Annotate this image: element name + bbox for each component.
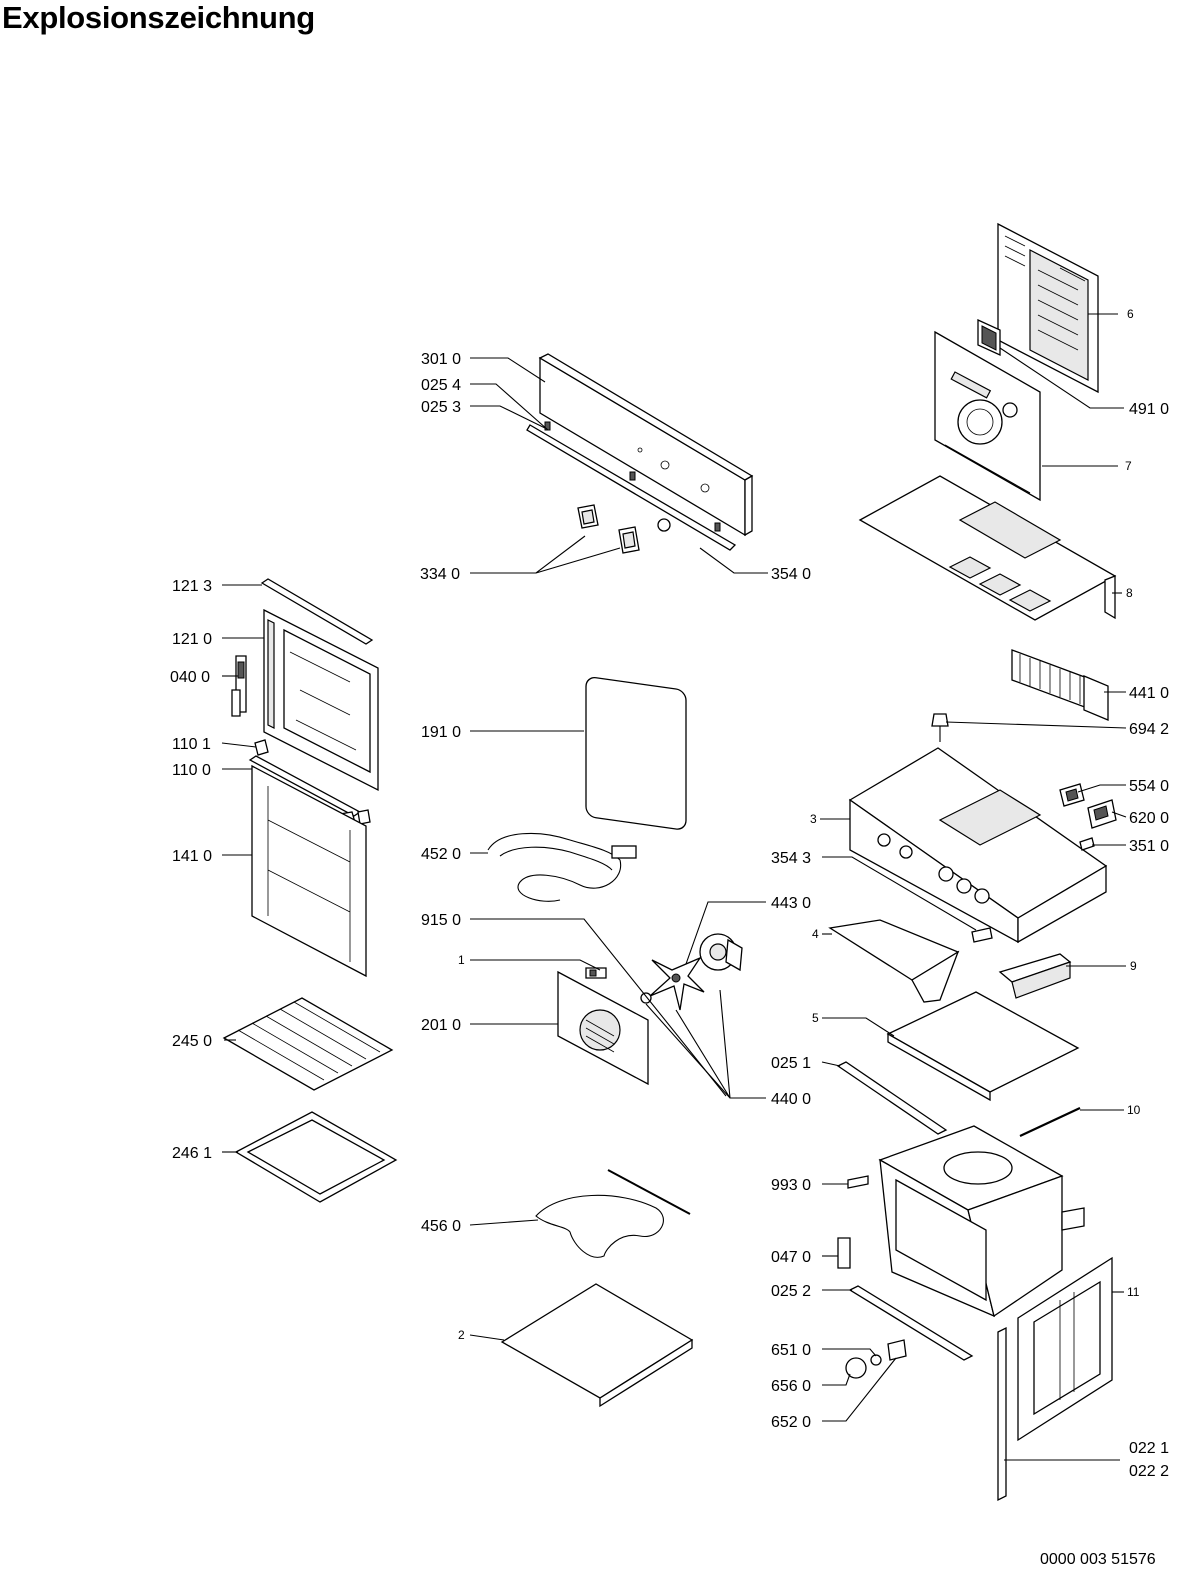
part-back-panel [997, 222, 1099, 394]
callout-5: 5 [812, 1011, 819, 1025]
callout-443-0: 443 0 [771, 895, 811, 912]
part-side-strip [997, 1326, 1007, 1502]
part-door-hinge [231, 655, 247, 717]
callout-8: 8 [1126, 586, 1133, 600]
part-trim-strip [526, 421, 737, 551]
callout-025-3: 025 3 [421, 399, 461, 416]
callout-620-0: 620 0 [1129, 810, 1169, 827]
callout-993-0: 993 0 [771, 1177, 811, 1194]
part-outer-door [251, 764, 367, 978]
callout-10: 10 [1127, 1103, 1141, 1117]
part-sensor-694 [931, 713, 949, 742]
callout-121-0: 121 0 [172, 631, 212, 648]
part-oven-cavity [878, 1125, 1085, 1318]
callout-110-1: 110 1 [172, 736, 211, 753]
part-rod-10 [1019, 1107, 1081, 1137]
callout-915-0: 915 0 [421, 912, 461, 929]
callout-354-0: 354 0 [771, 566, 811, 583]
part-door-seal [585, 677, 687, 830]
part-control-housing [848, 747, 1108, 944]
callout-7: 7 [1125, 459, 1132, 473]
callout-245-0: 245 0 [172, 1033, 212, 1050]
callout-694-2: 694 2 [1129, 721, 1169, 738]
callout-334-0: 334 0 [420, 566, 460, 583]
part-fan-motor [699, 933, 743, 972]
callout-141-0: 141 0 [172, 848, 212, 865]
part-tray-4 [828, 919, 960, 1003]
part-screw-354-3 [971, 927, 993, 943]
callout-121-3: 121 3 [172, 578, 212, 595]
part-bottom-plate [500, 1283, 694, 1408]
callout-025-1: 025 1 [771, 1055, 811, 1072]
callout-9: 9 [1130, 959, 1137, 973]
part-fan-blade [649, 956, 705, 1011]
callout-554-0: 554 0 [1129, 778, 1169, 795]
part-clip-1 [585, 967, 652, 1004]
part-top-cover [858, 475, 1117, 621]
callout-040-0: 040 0 [170, 669, 210, 686]
part-knobs-334 [577, 504, 671, 554]
part-control-panel [538, 353, 754, 537]
part-bracket-9 [998, 953, 1072, 999]
part-screw-993 [847, 1175, 869, 1189]
callout-456-0: 456 0 [421, 1218, 461, 1235]
callout-025-4: 025 4 [421, 377, 461, 394]
callout-1: 1 [458, 953, 465, 967]
part-bottom-heater [535, 1169, 691, 1258]
callout-201-0: 201 0 [421, 1017, 461, 1034]
part-side-panel-11 [1017, 1256, 1113, 1442]
part-switches [1059, 783, 1117, 851]
page-title: Explosionszeichnung [2, 0, 315, 35]
part-top-heater [487, 832, 637, 902]
callout-labels: 301 0 025 4 025 3 334 0 354 0 6 491 0 7 … [170, 307, 1169, 1480]
part-baking-tray [234, 1111, 398, 1203]
part-knob-assembly [845, 1339, 907, 1379]
callout-191-0: 191 0 [421, 724, 461, 741]
part-rear-plate [934, 330, 1041, 502]
part-tangential-fan [1011, 649, 1109, 721]
callout-025-2: 025 2 [771, 1283, 811, 1300]
callout-6: 6 [1127, 307, 1134, 321]
callout-491-0: 491 0 [1129, 401, 1169, 418]
part-base-sheet [886, 991, 1080, 1102]
callout-452-0: 452 0 [421, 846, 461, 863]
callout-4: 4 [812, 927, 819, 941]
callout-022-2: 022 2 [1129, 1463, 1169, 1480]
part-door-top-strip [260, 578, 374, 645]
callout-022-1: 022 1 [1129, 1440, 1169, 1457]
callout-3: 3 [810, 812, 817, 826]
part-wire-rack [222, 997, 394, 1091]
callout-2: 2 [458, 1328, 465, 1342]
callout-351-0: 351 0 [1129, 838, 1169, 855]
part-latch-047 [837, 1237, 851, 1269]
part-rail-025-2 [848, 1285, 974, 1361]
callout-440-0: 440 0 [771, 1091, 811, 1108]
callout-354-3: 354 3 [771, 850, 811, 867]
callout-441-0: 441 0 [1129, 685, 1169, 702]
callout-652-0: 652 0 [771, 1414, 811, 1431]
callout-047-0: 047 0 [771, 1249, 811, 1266]
part-rail-025-1 [836, 1061, 948, 1135]
callout-246-1: 246 1 [172, 1145, 212, 1162]
callout-656-0: 656 0 [771, 1378, 811, 1395]
part-inner-door [263, 608, 379, 792]
part-relay-491 [977, 318, 1001, 357]
document-number: 0000 003 51576 [1040, 1551, 1156, 1568]
part-fan-cover [557, 970, 649, 1086]
callout-11: 11 [1127, 1285, 1140, 1299]
callout-110-0: 110 0 [172, 762, 211, 779]
part-bracket-110-1 [254, 739, 269, 756]
leader-lines [221, 313, 1127, 1461]
callout-651-0: 651 0 [771, 1342, 811, 1359]
callout-301-0: 301 0 [421, 351, 461, 368]
